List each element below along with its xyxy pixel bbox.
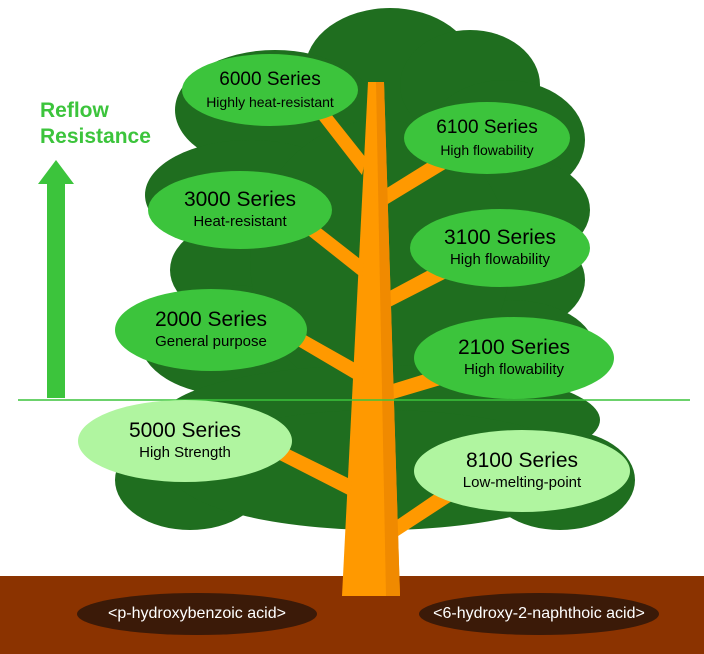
reflow-resistance-label: Reflow Resistance (40, 98, 151, 150)
series-name: 3100 Series (443, 226, 557, 249)
series-desc: High flowability (449, 251, 551, 268)
leaf-2100-series: 2100 Series High flowability (414, 317, 614, 399)
series-name: 3000 Series (183, 188, 297, 211)
series-name: 2000 Series (154, 308, 268, 331)
root-pill-left (77, 593, 317, 635)
root-label-left: <p-hydroxybenzoic acid> (108, 605, 286, 622)
series-desc: Low-melting-point (462, 474, 582, 491)
series-desc: High flowability (463, 361, 565, 378)
series-name: 5000 Series (128, 419, 242, 442)
trunk-shade (376, 82, 400, 596)
leaf-2000-series: 2000 Series General purpose (115, 289, 307, 371)
series-desc: High flowability (440, 142, 534, 158)
leaf-5000-series: 5000 Series High Strength (78, 400, 292, 482)
series-name: 8100 Series (465, 449, 579, 472)
series-name: 6000 Series (219, 69, 321, 90)
reflow-arrow (38, 160, 74, 398)
series-desc: General purpose (155, 333, 267, 350)
series-desc: Heat-resistant (193, 213, 287, 230)
leaf-8100-series: 8100 Series Low-melting-point (414, 430, 630, 512)
series-desc: Highly heat-resistant (206, 94, 334, 110)
root-label-right: <6-hydroxy-2-naphthoic acid> (433, 605, 645, 622)
axis-label-line1: Reflow (40, 99, 109, 122)
series-name: 2100 Series (457, 336, 571, 359)
root-pill-right (419, 593, 659, 635)
leaf-6000-series: 6000 Series Highly heat-resistant (182, 54, 358, 126)
series-name: 6100 Series (436, 117, 538, 138)
leaf-3000-series: 3000 Series Heat-resistant (148, 171, 332, 249)
leaf-6100-series: 6100 Series High flowability (404, 102, 570, 174)
leaf-shapes (78, 54, 630, 512)
leaf-3100-series: 3100 Series High flowability (410, 209, 590, 287)
series-desc: High Strength (139, 444, 231, 461)
axis-label-line2: Resistance (40, 125, 151, 148)
